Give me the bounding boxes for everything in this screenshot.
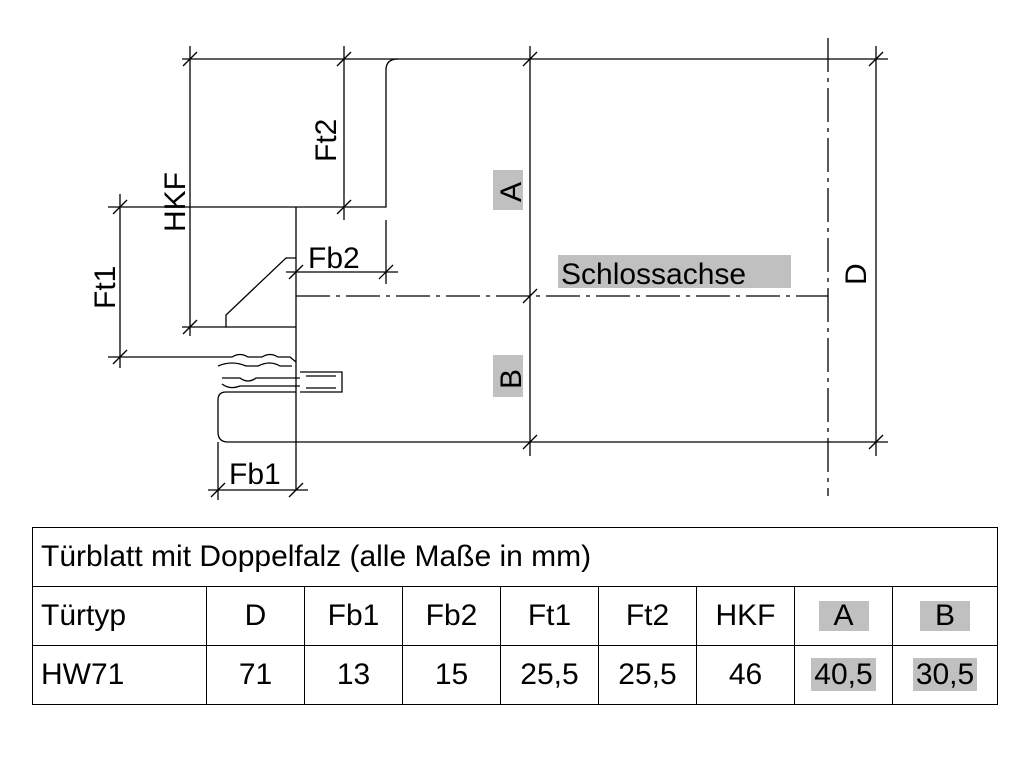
label-fb1: Fb1: [229, 458, 281, 491]
header-b: B: [891, 586, 999, 646]
label-fb2: Fb2: [308, 242, 360, 275]
door-leaf-section-drawing: Ft2 HKF Ft1 A B D Fb2 Fb1 Schlossachse: [89, 38, 888, 500]
cell-fb1: 13: [304, 645, 403, 705]
header-ft1: Ft1: [500, 586, 599, 646]
table-header-row: Türtyp D Fb1 Fb2 Ft1 Ft2 HKF A B: [32, 586, 999, 646]
cell-ft2: 25,5: [598, 645, 697, 705]
label-lock-axis: Schlossachse: [561, 258, 746, 291]
table-title: Türblatt mit Doppelfalz (alle Maße in mm…: [31, 527, 999, 587]
label-b: B: [495, 369, 528, 389]
label-a-highlight: [493, 170, 523, 210]
header-a: A: [794, 586, 893, 646]
cell-a-value: 40,5: [811, 658, 876, 691]
lock-axis-highlight: [558, 255, 791, 288]
header-b-label: B: [920, 601, 971, 631]
cell-fb2: 15: [402, 645, 501, 705]
table-row: HW71 71 13 15 25,5 25,5 46 40,5 30,5: [32, 645, 999, 705]
seal-profile: [210, 353, 343, 393]
header-fb2: Fb2: [402, 586, 501, 646]
cell-ft1: 25,5: [500, 645, 599, 705]
cell-door-type: HW71: [32, 645, 207, 705]
label-a: A: [495, 182, 528, 202]
cell-b: 30,5: [891, 645, 999, 705]
label-ft2: Ft2: [310, 119, 343, 162]
cell-a: 40,5: [794, 645, 893, 705]
frame-bottom: [217, 391, 296, 443]
cell-hkf: 46: [696, 645, 795, 705]
cell-b-value: 30,5: [912, 658, 978, 691]
label-hkf: HKF: [159, 172, 192, 232]
label-ft1: Ft1: [89, 266, 122, 309]
header-hkf: HKF: [696, 586, 795, 646]
cell-d: 71: [206, 645, 305, 705]
header-door-type: Türtyp: [32, 586, 207, 646]
dimension-ticks: [112, 51, 884, 498]
header-ft2: Ft2: [598, 586, 697, 646]
strike-wedge: [225, 257, 296, 328]
door-leaf-outline: [344, 58, 828, 208]
label-b-highlight: [493, 355, 523, 397]
header-a-label: A: [818, 601, 869, 631]
label-d: D: [840, 263, 873, 285]
table-title-row: Türblatt mit Doppelfalz (alle Maße in mm…: [31, 527, 999, 587]
spec-table: Türblatt mit Doppelfalz (alle Maße in mm…: [31, 527, 999, 705]
header-d: D: [206, 586, 305, 646]
header-fb1: Fb1: [304, 586, 403, 646]
